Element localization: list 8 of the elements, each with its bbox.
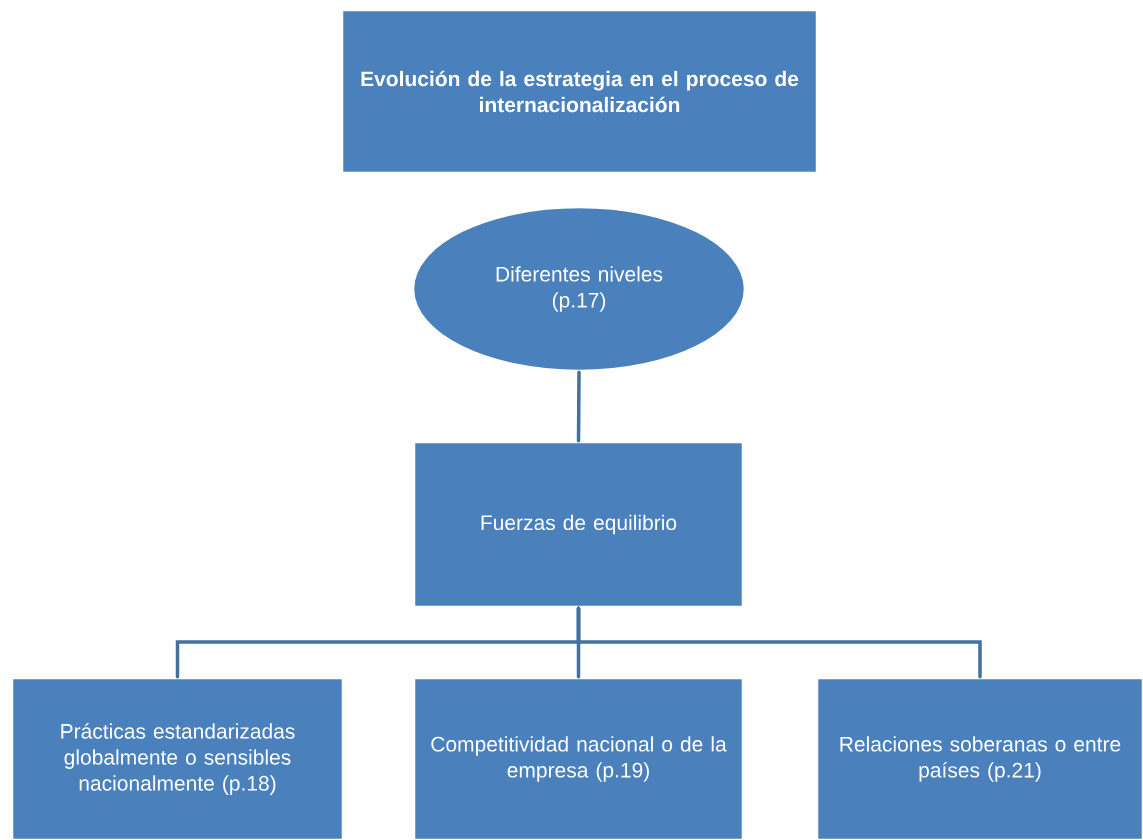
title-box: Evolución de la estrategia en el proceso de internacionalización <box>340 8 819 175</box>
process-box: Prácticas estandarizadas globalmente o sensibles nacionalmente (p.18) <box>10 676 345 840</box>
process-box: Relaciones soberanas o entre países (p.21) <box>815 676 1143 840</box>
connector <box>576 370 581 443</box>
ellipse-node: Diferentes niveles (p.17) <box>411 205 747 373</box>
process-box: Competitividad nacional o de la empresa (p.19) <box>412 676 745 840</box>
connector <box>576 606 982 679</box>
process-box: Fuerzas de equilibrio <box>412 440 745 609</box>
